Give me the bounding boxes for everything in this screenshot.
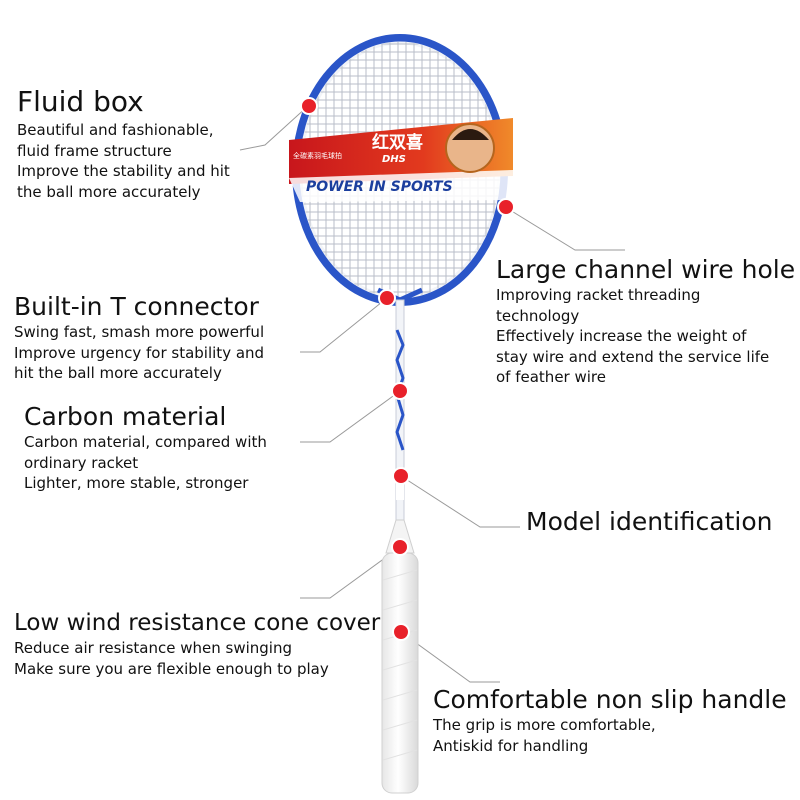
brand-tagline: 全碳素羽毛球拍 <box>293 151 342 160</box>
feature-title: Large channel wire hole <box>496 255 796 284</box>
feature-title: Carbon material <box>24 402 227 431</box>
feature-title: Comfortable non slip handle <box>433 685 787 714</box>
feature-line: Antiskid for handling <box>433 736 589 755</box>
feature-line: ordinary racket <box>24 453 139 472</box>
callout-lines <box>239 105 625 683</box>
feature-carbon: Carbon material Carbon material, compare… <box>24 402 267 494</box>
brand-logo: DHS <box>382 154 406 165</box>
brand-banner <box>289 118 513 202</box>
brand-cn: 红双喜 <box>372 132 423 153</box>
feature-line: Reduce air resistance when swinging <box>14 639 292 657</box>
feature-line: Effectively increase the weight of <box>496 327 747 345</box>
marker-t-connector <box>378 289 396 307</box>
feature-line: Carbon material, compared with <box>24 433 267 451</box>
feature-line: Lighter, more stable, stronger <box>24 474 249 492</box>
feature-fluid-box: Fluid box Beautiful and fashionable, flu… <box>17 86 230 202</box>
callout-line-carbon <box>300 390 401 443</box>
callout-line-channel-hole <box>504 206 625 251</box>
feature-title: Low wind resistance cone cover <box>14 610 381 636</box>
feature-line: Swing fast, smash more powerful <box>14 323 265 341</box>
callout-line-fluid-box <box>239 105 309 151</box>
racket-handle <box>381 519 419 794</box>
marker-fluid-box <box>300 97 318 115</box>
banner-slogan: POWER IN SPORTS <box>306 179 453 195</box>
feature-title: Built-in T connector <box>14 292 259 321</box>
feature-t-connector: Built-in T connector Swing fast, smash m… <box>14 292 264 384</box>
feature-line: The grip is more comfortable, <box>433 716 656 734</box>
marker-model <box>392 467 410 485</box>
callout-line-handle <box>400 631 500 683</box>
feature-markers <box>300 97 515 641</box>
feature-line: the ball more accurately <box>17 182 201 201</box>
feature-line: of feather wire <box>496 368 606 386</box>
marker-cone-cover <box>391 538 409 556</box>
feature-line: Improve urgency for stability and <box>14 343 265 362</box>
callout-line-t-connector <box>300 297 388 353</box>
callout-line-model <box>400 475 520 528</box>
feature-line: Improving racket threading <box>496 286 701 304</box>
feature-line: stay wire and extend the service life <box>496 347 770 366</box>
feature-cone-cover: Low wind resistance cone cover Reduce ai… <box>14 608 380 679</box>
feature-title: Model identification <box>526 507 773 536</box>
feature-title: Fluid box <box>17 85 144 118</box>
callout-line-cone-cover <box>300 546 401 599</box>
marker-carbon <box>391 382 409 400</box>
feature-channel-hole: Large channel wire hole Improving racket… <box>496 255 795 388</box>
feature-line: technology <box>496 306 580 325</box>
marker-handle <box>392 623 410 641</box>
feature-line: Beautiful and fashionable, <box>17 121 214 139</box>
feature-handle: Comfortable non slip handle The grip is … <box>433 685 787 756</box>
feature-model: Model identification <box>526 507 773 537</box>
racket-shaft <box>395 299 405 521</box>
feature-line: fluid frame structure <box>17 141 172 160</box>
marker-channel-hole <box>497 198 515 216</box>
feature-line: Make sure you are flexible enough to pla… <box>14 659 329 678</box>
feature-line: hit the ball more accurately <box>14 364 222 382</box>
feature-line: Improve the stability and hit <box>17 162 230 180</box>
